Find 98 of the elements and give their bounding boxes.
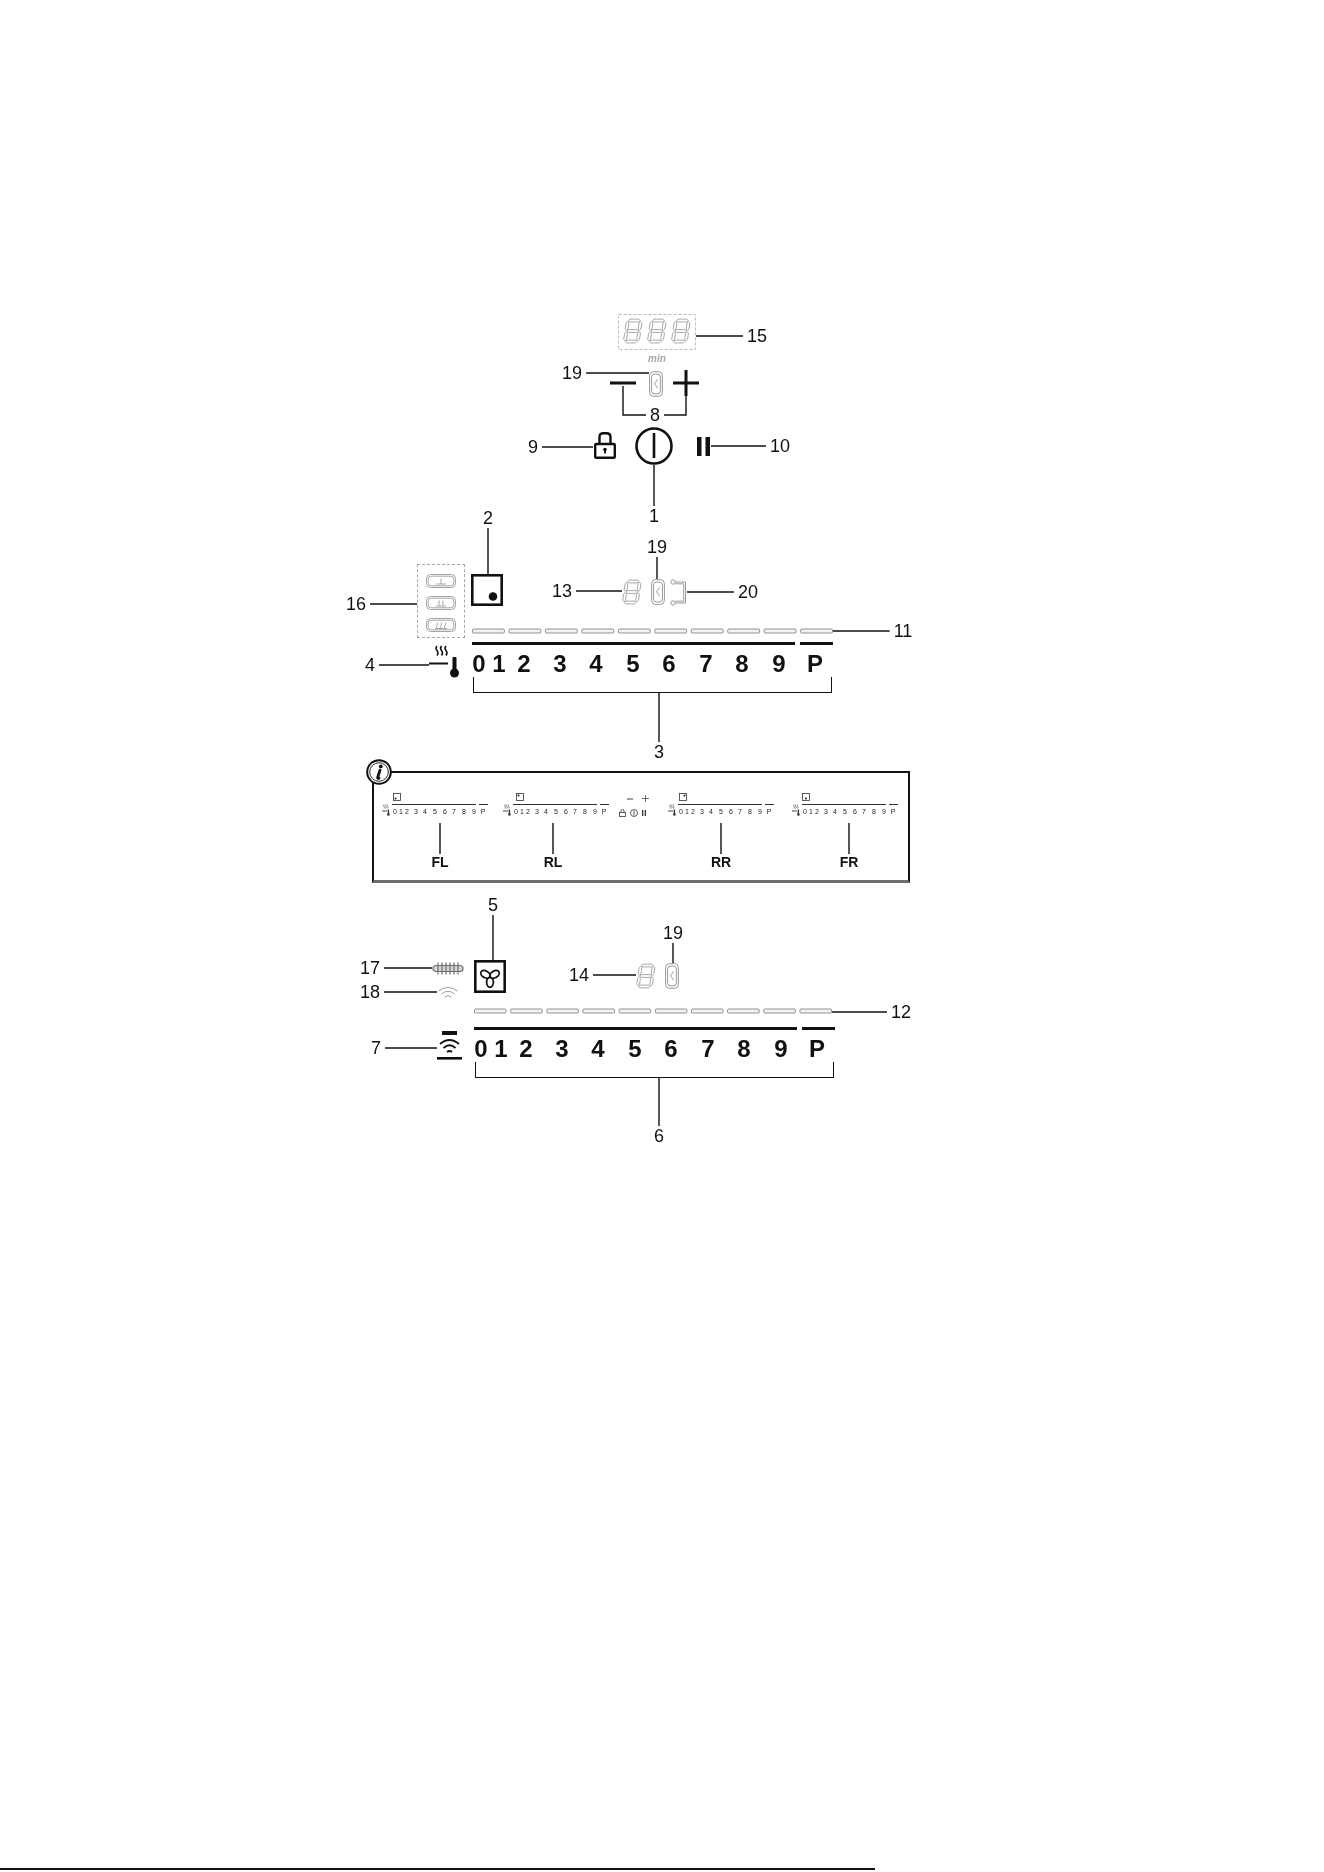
scale-digit: 8 xyxy=(735,652,749,676)
leader-line xyxy=(686,591,735,593)
callout-number: 18 xyxy=(356,982,384,1002)
scale-digit: 6 xyxy=(664,1037,678,1061)
leader-line xyxy=(383,967,433,969)
leader-line xyxy=(439,822,441,855)
scale-digit: 3 xyxy=(553,652,567,676)
lock-icon xyxy=(593,432,617,459)
unit-label: min xyxy=(648,354,666,364)
heat-thermometer-icon xyxy=(429,645,460,678)
scale-digit: 5 xyxy=(626,652,640,676)
indicator-segments-drawing xyxy=(474,1008,832,1014)
leader-line xyxy=(622,385,647,416)
callout-number: 8 xyxy=(646,405,664,425)
scale-digit: 9 xyxy=(774,1037,788,1061)
scale-digit: P xyxy=(809,1037,825,1061)
leader-line xyxy=(695,335,744,337)
leader-line xyxy=(832,630,891,632)
callout-number: 11 xyxy=(889,621,917,641)
leader-line xyxy=(848,822,850,855)
leader-line xyxy=(552,822,554,855)
leader-line xyxy=(487,527,489,575)
scale-digit: 9 xyxy=(772,652,786,676)
leader-line xyxy=(658,692,660,743)
scale-digit: P xyxy=(807,652,823,676)
waves-between-bars-icon xyxy=(437,1031,462,1060)
leader-line xyxy=(575,590,623,592)
indicator-segments-drawing xyxy=(472,628,833,634)
leader-line xyxy=(672,942,674,964)
pill-indicator-icon xyxy=(649,371,663,397)
callout-number: 17 xyxy=(356,958,384,978)
leader-line xyxy=(831,1011,888,1013)
scale-digit: 4 xyxy=(591,1037,605,1061)
callout-number: 6 xyxy=(650,1126,668,1146)
callout-number: 14 xyxy=(565,965,593,985)
scale-digit: 7 xyxy=(699,652,713,676)
scale-digit: 3 xyxy=(555,1037,569,1061)
callout-number: 2 xyxy=(479,508,497,528)
leader-line xyxy=(592,974,637,976)
scale-digit: 6 xyxy=(662,652,676,676)
leader-line xyxy=(378,664,430,666)
signal-waves-icon xyxy=(437,986,459,999)
seven-segment-digit-icon xyxy=(636,963,656,989)
power-level-scale xyxy=(472,642,833,693)
leader-line xyxy=(710,445,767,447)
pill-indicator-icon xyxy=(665,963,679,989)
leader-line xyxy=(383,991,438,993)
seven-segment-digit-icon xyxy=(622,579,642,605)
callout-number: 10 xyxy=(766,436,794,456)
seven-segment-display-icon xyxy=(618,314,696,350)
zone-label: RL xyxy=(539,854,567,870)
leader-line xyxy=(369,603,418,605)
leader-line xyxy=(658,1077,660,1127)
scale-digit: 0 xyxy=(472,652,486,676)
leader-line xyxy=(653,464,655,507)
callout-number: 5 xyxy=(484,895,502,915)
plus-icon xyxy=(673,370,699,396)
leader-line xyxy=(541,446,594,448)
zone-label: FR xyxy=(835,854,863,870)
pause-icon xyxy=(696,437,711,456)
zone-label: FL xyxy=(427,854,453,870)
leader-line xyxy=(656,556,658,580)
scale-digit: 2 xyxy=(519,1037,533,1061)
leader-line xyxy=(492,914,494,961)
callout-number: 19 xyxy=(558,363,586,383)
scale-digit: 1 xyxy=(492,652,506,676)
callout-number: 16 xyxy=(342,594,370,614)
callout-number: 7 xyxy=(367,1038,385,1058)
scale-digit: 7 xyxy=(701,1037,715,1061)
scale-digit: 8 xyxy=(737,1037,751,1061)
scale-digit: 0 xyxy=(474,1037,488,1061)
callout-number: 19 xyxy=(659,923,687,943)
callout-number: 19 xyxy=(643,537,671,557)
callout-number: 3 xyxy=(650,742,668,762)
callout-number: 15 xyxy=(743,326,771,346)
callout-number: 13 xyxy=(548,581,576,601)
scale-digit: 4 xyxy=(589,652,603,676)
scale-digit: 5 xyxy=(628,1037,642,1061)
zone-label: RR xyxy=(706,854,736,870)
fan-icon xyxy=(474,960,506,993)
leader-line xyxy=(663,395,687,416)
scale-digit: 2 xyxy=(517,652,531,676)
power-level-scale xyxy=(474,1027,835,1078)
callout-number: 9 xyxy=(524,437,542,457)
dashed-key-group xyxy=(417,564,465,638)
callout-number: 20 xyxy=(734,582,762,602)
power-icon xyxy=(635,427,673,465)
leader-line xyxy=(720,822,722,855)
leader-line xyxy=(384,1047,438,1049)
scale-digit: 1 xyxy=(494,1037,508,1061)
pill-indicator-icon xyxy=(651,579,665,605)
dotted-bracket-icon xyxy=(670,579,687,606)
leader-line xyxy=(585,372,650,374)
callout-number: 1 xyxy=(645,506,663,526)
callout-number: 4 xyxy=(361,655,379,675)
hatched-bar-icon xyxy=(432,962,464,975)
callout-number: 12 xyxy=(887,1002,915,1022)
minus-icon xyxy=(610,380,636,386)
